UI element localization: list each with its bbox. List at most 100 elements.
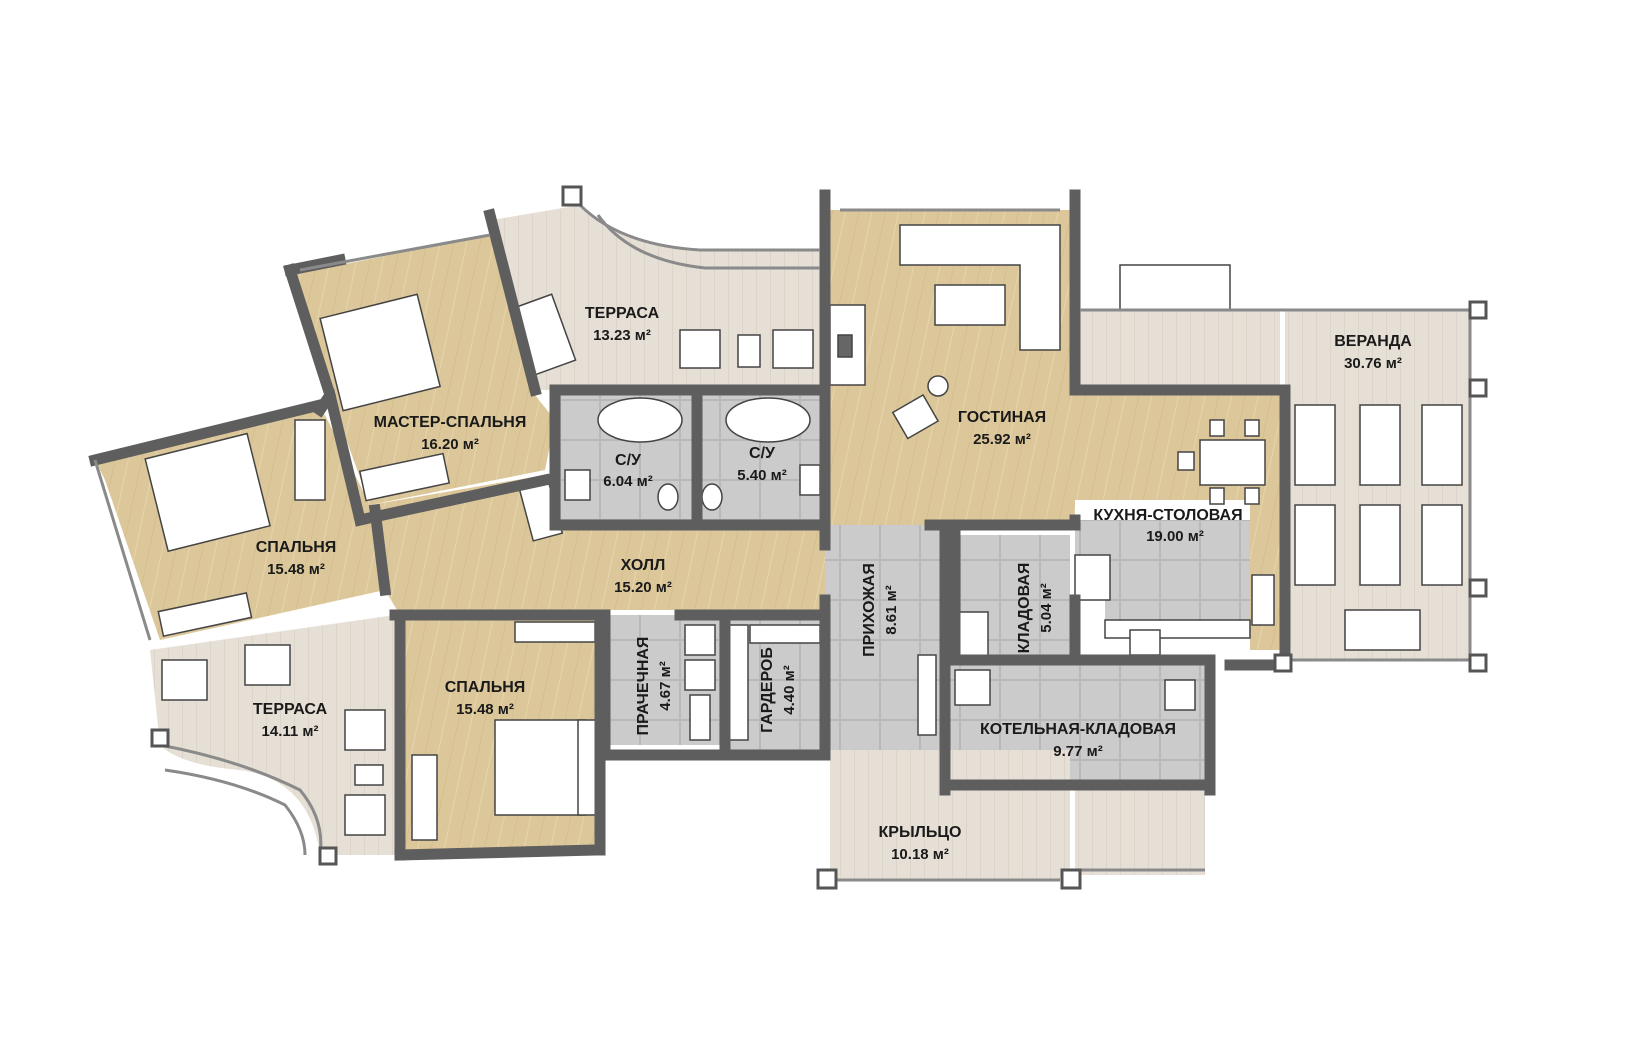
walls	[88, 189, 1291, 861]
entry-bench-icon	[917, 654, 937, 736]
fireplace-icon	[837, 334, 853, 358]
floor-veranda	[1080, 310, 1280, 390]
room-name-master-bedroom: МАСТЕР-СПАЛЬНЯ	[374, 414, 527, 431]
room-area-terrace-top: 13.23 м²	[593, 327, 651, 344]
room-area-living: 25.92 м²	[973, 431, 1031, 448]
terrace-chair-icon	[244, 644, 291, 686]
floor-hall	[370, 475, 825, 615]
floor-living-ext	[825, 390, 1285, 525]
armchair-icon	[891, 393, 940, 440]
terrace-chair-icon	[679, 329, 721, 369]
room-name-terrace-top: ТЕРРАСА	[585, 305, 660, 322]
glazing	[93, 203, 1472, 882]
laundry-shelf-icon	[689, 694, 711, 741]
room-area-master-bedroom: 16.20 м²	[421, 436, 479, 453]
bathtub-icon	[725, 397, 811, 443]
sink-icon	[564, 469, 591, 501]
room-area-kitchen-dining: 19.00 м²	[1146, 528, 1204, 545]
room-labels: ТЕРРАСА 13.23 м² ГОСТИНАЯ 25.92 м² ВЕРАН…	[253, 305, 1412, 863]
room-area-terrace-bottom: 14.11 м²	[262, 723, 319, 740]
terrace-chair-icon	[344, 709, 386, 751]
room-name-living: ГОСТИНАЯ	[958, 409, 1046, 426]
furniture	[144, 224, 1463, 841]
wardrobe-shelf-icon	[727, 624, 749, 741]
room-name-porch: КРЫЛЬЦО	[879, 824, 962, 841]
closet-bottom-icon	[514, 621, 596, 643]
lounger-icon	[1421, 404, 1463, 486]
room-area-boiler-storage: 9.77 м²	[1053, 743, 1102, 760]
room-area-hall: 15.20 м²	[614, 579, 672, 596]
room-name-veranda: ВЕРАНДА	[1334, 333, 1412, 350]
floor-kitchen	[1075, 520, 1250, 635]
room-name-bath-1: С/У	[615, 452, 642, 469]
room-name-bedroom-left: СПАЛЬНЯ	[256, 539, 337, 556]
posts	[150, 185, 1488, 890]
room-area-wardrobe: 4.40 м²	[781, 665, 798, 714]
veranda-bench-icon	[1119, 264, 1231, 311]
lounger-icon	[1359, 404, 1401, 486]
room-area-porch: 10.18 м²	[891, 846, 949, 863]
room-name-hall: ХОЛЛ	[621, 557, 666, 574]
room-name-kitchen-dining: КУХНЯ-СТОЛОВАЯ	[1093, 507, 1242, 524]
room-area-bedroom-bottom: 15.48 м²	[456, 701, 514, 718]
post-icon	[1468, 300, 1488, 320]
post-icon	[561, 185, 583, 207]
bed-bottom-icon	[494, 719, 586, 816]
laundry-sink-icon	[684, 659, 716, 691]
post-icon	[1273, 653, 1293, 673]
floor-terrace-bottom	[150, 615, 400, 855]
post-icon	[816, 868, 838, 890]
room-name-entry: ПРИХОЖАЯ	[861, 563, 878, 657]
lounger-icon	[1421, 504, 1463, 586]
fridge-icon	[1251, 574, 1275, 626]
post-icon	[150, 728, 170, 748]
room-name-bath-2: С/У	[749, 445, 776, 462]
lounger-icon	[1294, 504, 1336, 586]
room-name-pantry: КЛАДОВАЯ	[1016, 563, 1033, 654]
boiler-icon	[1164, 679, 1196, 711]
post-icon	[1468, 578, 1488, 598]
dining-chair-icon	[1244, 419, 1260, 437]
room-area-bedroom-left: 15.48 м²	[267, 561, 325, 578]
lounger-icon	[1294, 404, 1336, 486]
room-area-veranda: 30.76 м²	[1344, 355, 1402, 372]
bed-left-icon	[144, 432, 271, 553]
post-icon	[1060, 868, 1082, 890]
washer-icon	[684, 624, 716, 656]
room-area-entry: 8.61 м²	[883, 585, 900, 634]
veranda-sofa-icon	[1344, 609, 1421, 651]
post-icon	[1468, 378, 1488, 398]
toilet-icon	[657, 483, 679, 511]
terrace-table-icon	[354, 764, 384, 786]
wardrobe-master-icon	[358, 452, 451, 502]
room-name-bedroom-bottom: СПАЛЬНЯ	[445, 679, 526, 696]
room-area-bath-2: 5.40 м²	[737, 467, 786, 484]
dining-chair-icon	[1244, 487, 1260, 505]
desk-bottom-icon	[411, 754, 438, 841]
room-area-laundry: 4.67 м²	[657, 661, 674, 710]
master-bed-icon	[319, 293, 442, 412]
room-area-bath-1: 6.04 м²	[603, 473, 652, 490]
coffee-table-icon	[934, 284, 1006, 326]
terrace-table-icon	[737, 334, 761, 368]
room-name-wardrobe: ГАРДЕРОБ	[759, 647, 776, 733]
post-icon	[1468, 653, 1488, 673]
wardrobe-shelf-top-icon	[749, 624, 821, 644]
room-area-pantry: 5.04 м²	[1038, 583, 1055, 632]
floor-porch-right	[1075, 785, 1205, 875]
toilet-icon	[701, 483, 723, 511]
dining-chair-icon	[1209, 419, 1225, 437]
kitchen-island-icon	[1074, 554, 1111, 601]
dining-chair-icon	[1177, 451, 1195, 471]
room-name-terrace-bottom: ТЕРРАСА	[253, 701, 328, 718]
dining-chair-icon	[1209, 487, 1225, 505]
sink-icon	[799, 464, 821, 496]
terrace-chair-icon	[772, 329, 814, 369]
side-table-icon	[927, 375, 949, 397]
terrace-chair-icon	[161, 659, 208, 701]
room-name-boiler-storage: КОТЕЛЬНАЯ-КЛАДОВАЯ	[980, 721, 1176, 738]
room-name-laundry: ПРАЧЕЧНАЯ	[635, 637, 652, 736]
boiler-cabinet-icon	[954, 669, 991, 706]
bathtub-icon	[597, 397, 683, 443]
